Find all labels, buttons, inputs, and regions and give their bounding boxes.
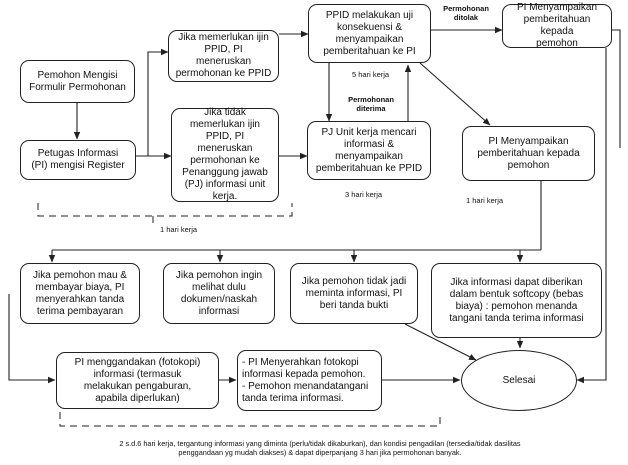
arrow-biaya-to-menggandakan (8, 294, 56, 384)
node-ppid-uji: PPID melakukan uji konsekuensi & menyamp… (308, 4, 431, 63)
node-pj-unit: PJ Unit kerja mencari informasi & menyam… (307, 121, 431, 180)
node-petugas-register: Petugas Informasi (PI) mengisi Register (20, 140, 136, 180)
arrow-tidak-jadi-to-selesai (404, 323, 477, 361)
bracket-bottom (59, 412, 441, 427)
node-biaya: Jika pemohon mau & membayar biaya, PI me… (20, 263, 140, 324)
node-pi-ditolak: PI Menyampaikan pemberitahuan kepada pem… (502, 2, 612, 49)
arrow-ppid-to-pemberitahuan (419, 62, 491, 126)
node-jika-memerlukan: Jika memerlukan ijin PPID, PI meneruskan… (168, 30, 279, 82)
node-selesai: Selesai (461, 350, 577, 411)
node-pemohon-mengisi: Pemohon Mengisi Formulir Permohonan (20, 60, 135, 103)
bracket-top (37, 203, 293, 217)
arrow-right-rail-to-selesai (576, 48, 607, 384)
node-melihat: Jika pemohon ingin melihat dulu dokumen/… (163, 263, 275, 324)
node-pi-pemberitahuan: PI Menyampaikan pemberitahuan kepada pem… (462, 126, 595, 181)
label-tiga-hari: 3 hari kerja (345, 190, 383, 199)
arrow-to-jika-memerlukan (136, 48, 169, 157)
label-satu-hari-bawah: 1 hari kerja (160, 225, 198, 234)
node-jika-tidak: Jika tidak memerlukan ijin PPID, PI mene… (171, 107, 279, 202)
arrow-ditolak-to-selesai (612, 29, 621, 148)
node-tidak-jadi: Jika pemohon tidak jadi meminta informas… (290, 263, 418, 324)
label-satu-hari-kanan: 1 hari kerja (466, 196, 504, 205)
label-lima-hari: 5 hari kerja (352, 70, 390, 79)
node-menyerahkan: - PI Menyerahkan fotokopi informasi kepa… (237, 350, 382, 411)
footnote: 2 s.d.6 hari kerja, tergantung informasi… (119, 439, 521, 458)
label-ditolak: Permohonan ditolak (443, 4, 489, 22)
node-softcopy: Jika informasi dapat diberikan dalam ben… (431, 263, 602, 338)
node-menggandakan: PI menggandakan (fotokopi) informasi (te… (56, 352, 219, 409)
label-diterima: Permohonan diterima (348, 95, 394, 113)
